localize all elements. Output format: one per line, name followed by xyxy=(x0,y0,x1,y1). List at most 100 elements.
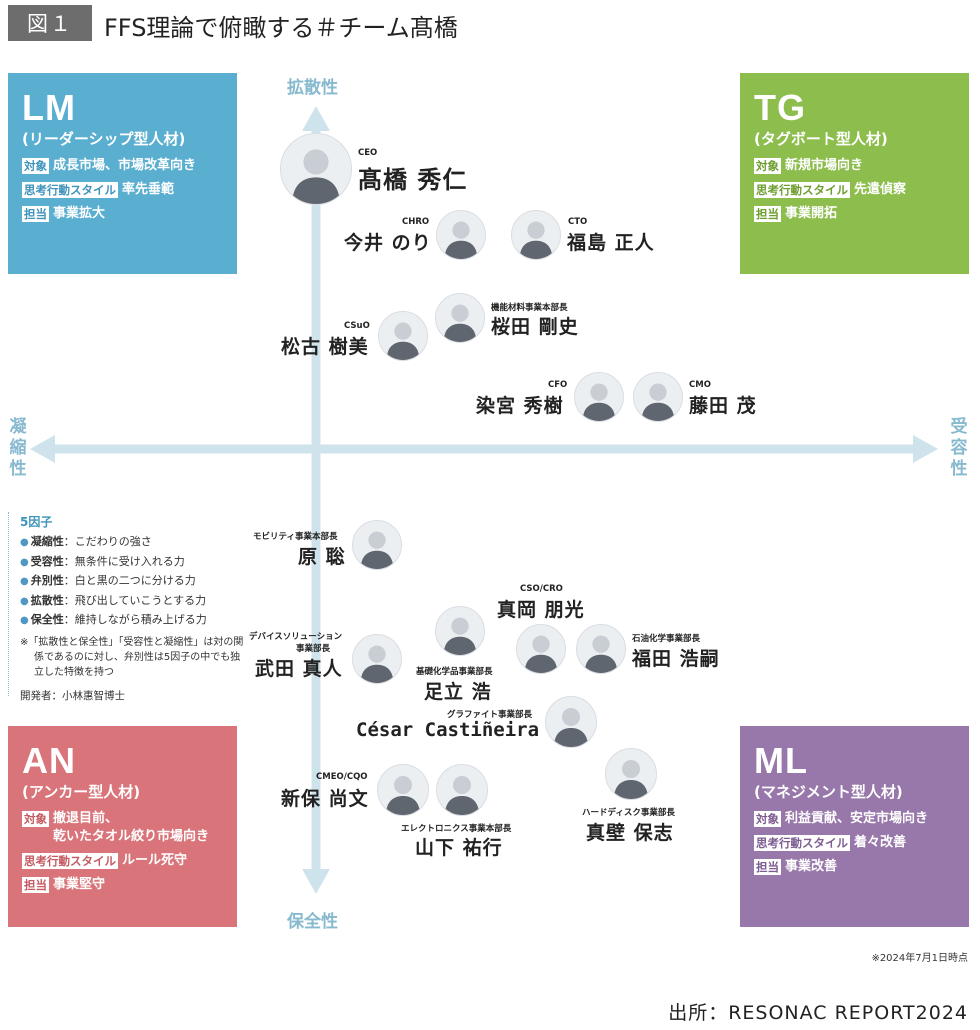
quadrant-row: 思考行動スタイル先遣偵察 xyxy=(754,181,955,199)
person-name-fukuda: 福田 浩嗣 xyxy=(632,648,720,670)
row-tag: 対象 xyxy=(22,158,49,174)
avatar-hara xyxy=(352,520,402,570)
quadrant-code: ML xyxy=(754,740,808,781)
row-value: 撤退目前、 乾いたタオル絞り市場向き xyxy=(53,811,210,844)
role-label: CTO xyxy=(568,217,588,227)
role-label: CSuO xyxy=(344,321,370,331)
quadrant-row: 対象利益貢献、安定市場向き xyxy=(754,810,955,828)
person-name-hara: 原 聡 xyxy=(298,546,346,568)
person-name-fujita: 藤田 茂 xyxy=(689,395,757,417)
row-value: 着々改善 xyxy=(854,835,907,850)
quadrant-type: (リーダーシップ型人材) xyxy=(22,130,186,148)
quadrant-row: 担当事業開拓 xyxy=(754,205,955,223)
person-name-takeda: 武田 真人 xyxy=(255,658,343,680)
person-name-cesar: César Castiñeira xyxy=(356,719,540,741)
quadrant-row: 思考行動スタイルルール死守 xyxy=(22,852,223,870)
quadrant-row: 思考行動スタイル着々改善 xyxy=(754,834,955,852)
row-tag: 担当 xyxy=(754,859,781,875)
quadrant-box-an: AN (アンカー型人材) 対象撤退目前、 乾いたタオル絞り市場向き 思考行動スタ… xyxy=(8,726,237,927)
date-note: ※2024年7月1日時点 xyxy=(871,953,968,964)
row-value: 事業堅守 xyxy=(53,877,106,892)
role-label: CMO xyxy=(689,380,711,390)
role-label: CSO/CRO xyxy=(520,584,563,594)
avatar-somemiya xyxy=(574,372,624,422)
row-value: 新規市場向き xyxy=(785,158,864,173)
legend-desc: ：飛び出していこうとする力 xyxy=(63,593,207,607)
legend-item: ●受容性：無条件に受け入れる力 xyxy=(20,553,245,573)
person-name-matsuko: 松古 樹美 xyxy=(281,336,369,358)
avatar-shinbo xyxy=(377,764,429,816)
axis-arrow-left-icon xyxy=(30,435,55,463)
axis-label-right: 受容性 xyxy=(950,417,968,479)
row-value: 利益貢献、安定市場向き xyxy=(785,811,929,826)
role-label: 事業部長 xyxy=(296,644,331,654)
row-value: 先遣偵察 xyxy=(854,182,907,197)
person-icon xyxy=(445,776,479,815)
five-factor-legend: 5因子 ●凝縮性：こだわりの強さ ●受容性：無条件に受け入れる力 ●弁別性：白と… xyxy=(20,513,245,703)
person-icon xyxy=(360,645,394,683)
avatar-takeda xyxy=(352,634,402,684)
quadrant-type: (タグボート型人材) xyxy=(754,130,888,148)
person-icon xyxy=(614,760,648,799)
row-tag: 担当 xyxy=(22,206,49,222)
axis-arrow-right-icon xyxy=(913,435,938,463)
legend-note: ※「拡散性と保全性」「受容性と凝縮性」は対の関係であるのに対し、弁別性は5因子の… xyxy=(20,636,244,678)
axis-arrow-down-icon xyxy=(302,869,330,894)
bullet-icon: ● xyxy=(20,595,29,607)
person-icon xyxy=(386,776,420,815)
person-name-makabe: 真壁 保志 xyxy=(586,822,674,844)
role-label: デバイスソリューション xyxy=(249,632,343,642)
person-name-somemiya: 染宮 秀樹 xyxy=(476,395,564,417)
role-label: CMEO/CQO xyxy=(316,772,368,782)
avatar-fukushima xyxy=(511,210,561,260)
quadrant-code: AN xyxy=(22,740,76,781)
legend-term: 保全性 xyxy=(30,613,64,626)
quadrant-row: 対象新規市場向き xyxy=(754,157,955,175)
person-name-maoka: 真岡 朋光 xyxy=(497,599,585,621)
legend-item: ●凝縮性：こだわりの強さ xyxy=(20,533,245,553)
legend-desc: ：白と黒の二つに分ける力 xyxy=(63,574,196,587)
person-icon xyxy=(360,531,394,569)
quadrant-type: (マネジメント型人材) xyxy=(754,783,903,801)
person-icon xyxy=(584,635,618,673)
row-value: 事業改善 xyxy=(785,859,838,874)
row-tag: 思考行動スタイル xyxy=(754,182,850,198)
person-name-fukushima: 福島 正人 xyxy=(567,232,655,254)
person-name-shinbo: 新保 尚文 xyxy=(281,788,369,810)
person-icon xyxy=(292,149,340,204)
role-label: エレクトロニクス事業本部長 xyxy=(401,824,512,834)
role-label: グラファイト事業部長 xyxy=(447,710,533,720)
person-name-adachi: 足立 浩 xyxy=(424,681,492,703)
avatar-takahashi xyxy=(280,133,352,205)
role-label: 石油化学事業部長 xyxy=(632,634,701,644)
role-label: CHRO xyxy=(402,217,430,227)
legend-item: ●保全性：維持しながら積み上げる力 xyxy=(20,611,245,631)
quadrant-box-lm: LM (リーダーシップ型人材) 対象成長市場、市場改革向き 思考行動スタイル率先… xyxy=(8,73,237,274)
person-icon xyxy=(519,221,553,259)
row-tag: 担当 xyxy=(754,206,781,222)
person-name-sakurada: 桜田 剛史 xyxy=(491,316,579,338)
person-name-takahashi: 髙橋 秀仁 xyxy=(358,166,468,194)
quadrant-code: TG xyxy=(754,87,806,128)
role-label: CFO xyxy=(548,380,568,390)
person-icon xyxy=(582,383,616,421)
person-name-yamashita: 山下 祐行 xyxy=(415,837,503,859)
row-tag: 対象 xyxy=(754,811,781,827)
quadrant-type: (アンカー型人材) xyxy=(22,783,141,801)
row-tag: 対象 xyxy=(754,158,781,174)
legend-rule xyxy=(8,512,10,696)
row-tag: 対象 xyxy=(22,811,49,827)
legend-desc: ：維持しながら積み上げる力 xyxy=(63,613,207,626)
avatar-matsuko xyxy=(378,311,428,361)
legend-title: 5因子 xyxy=(20,515,53,529)
avatar-fujita xyxy=(633,372,683,422)
row-tag: 思考行動スタイル xyxy=(22,182,118,198)
legend-developer: 開発者：小林惠智博士 xyxy=(20,689,125,702)
bullet-icon: ● xyxy=(20,556,29,568)
role-label: ハードディスク事業部長 xyxy=(582,808,675,818)
legend-desc: ：こだわりの強さ xyxy=(63,535,152,548)
axis-label-top: 拡散性 xyxy=(287,78,338,98)
quadrant-row: 担当事業拡大 xyxy=(22,205,223,223)
axis-arrow-up-icon xyxy=(302,106,330,131)
